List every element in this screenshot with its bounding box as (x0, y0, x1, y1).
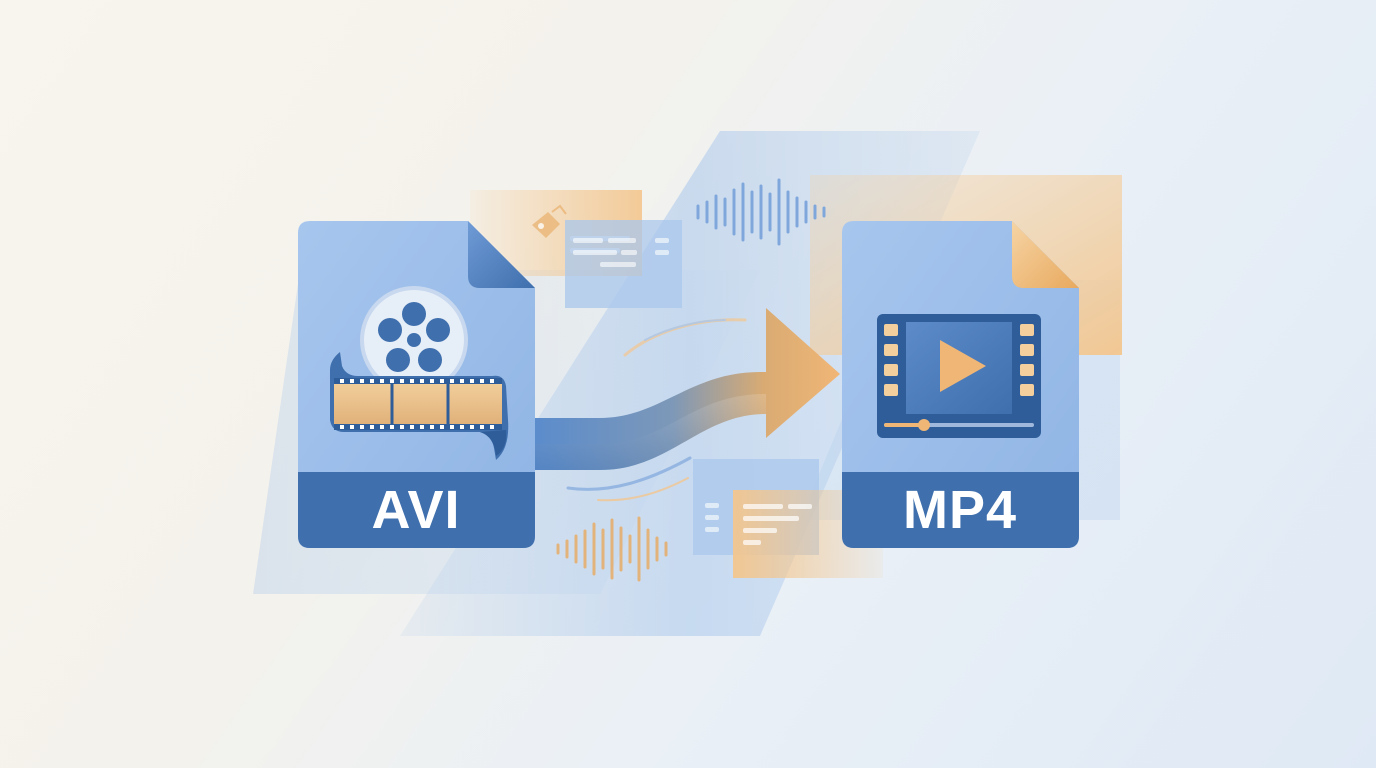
film-reel-icon (330, 286, 509, 460)
subtitle-card-icon (565, 220, 682, 308)
mp4-format-label: MP4 (902, 480, 1018, 540)
play-icon (940, 340, 986, 392)
motion-lines (566, 318, 747, 502)
audio-waveform-icon (556, 516, 668, 582)
arrow-right-icon (535, 308, 840, 470)
avi-format-label: AVI (371, 480, 461, 540)
progress-knob (918, 419, 930, 431)
tag-icon (532, 204, 567, 238)
video-player-icon (877, 314, 1041, 438)
audio-waveform-icon (696, 178, 826, 246)
